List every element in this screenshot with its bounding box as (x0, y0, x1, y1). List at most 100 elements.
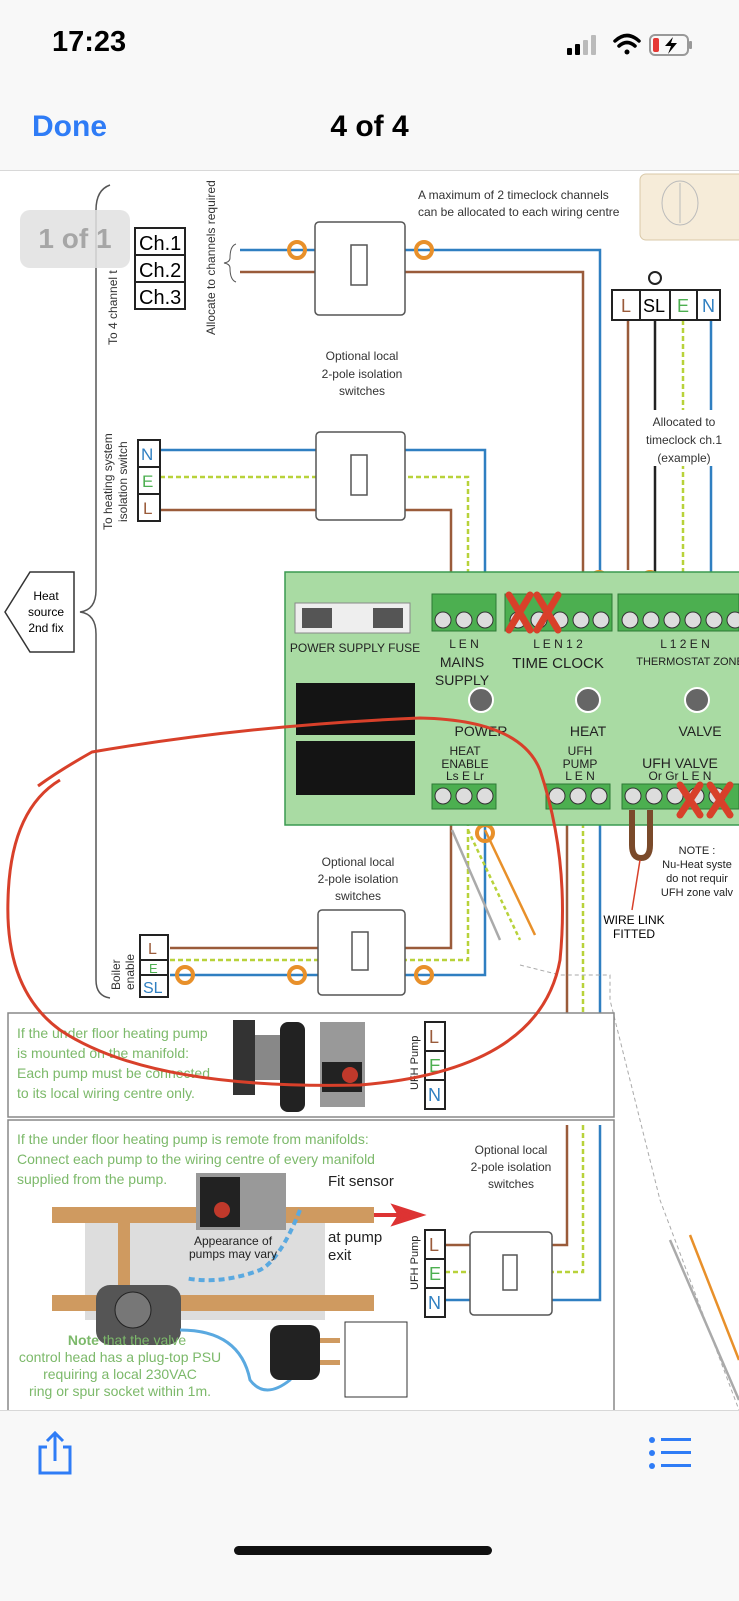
bracket-line (79, 184, 111, 999)
svg-text:SL: SL (643, 296, 665, 316)
wire-link-label-2: FITTED (613, 927, 655, 941)
svg-text:switches: switches (339, 384, 385, 398)
svg-text:E: E (429, 1264, 441, 1284)
svg-text:Optional local: Optional local (322, 855, 395, 869)
svg-text:Fit sensor: Fit sensor (328, 1173, 394, 1190)
svg-text:Ch.2: Ch.2 (139, 260, 181, 282)
list-icon[interactable] (648, 1435, 692, 1471)
svg-text:L: L (621, 296, 631, 316)
svg-text:Ls E Lr: Ls E Lr (446, 769, 484, 783)
svg-text:to its local wiring centre onl: to its local wiring centre only. (17, 1085, 195, 1101)
svg-text:SL: SL (143, 980, 163, 997)
svg-text:Nu-Heat syste: Nu-Heat syste (662, 859, 732, 871)
svg-text:N: N (428, 1085, 441, 1105)
svg-text:E: E (149, 961, 158, 976)
top-note-2: can be allocated to each wiring centre (418, 205, 620, 219)
svg-text:TIME CLOCK: TIME CLOCK (512, 655, 604, 672)
heat-source-arrow: Heat source 2nd fix (4, 571, 75, 653)
svg-text:POWER: POWER (455, 723, 508, 739)
svg-text:E: E (677, 296, 689, 316)
svg-text:do not requir: do not requir (666, 873, 728, 885)
pump-image (233, 1020, 365, 1112)
svg-text:Or Gr L E N: Or Gr L E N (649, 769, 712, 783)
top-note: A maximum of 2 timeclock channels (418, 188, 609, 202)
battery-icon (649, 34, 692, 56)
svg-text:UFH zone valv: UFH zone valv (661, 887, 734, 899)
svg-text:Optional local: Optional local (475, 1143, 548, 1157)
svg-text:Allocated to: Allocated to (653, 415, 716, 429)
nav-bar: Done 4 of 4 (0, 90, 739, 171)
image-count-badge: 1 of 1 (20, 210, 130, 268)
svg-text:timeclock ch.1: timeclock ch.1 (646, 433, 722, 447)
svg-text:N: N (702, 296, 715, 316)
manifold-image (52, 1173, 427, 1398)
allocated-note: Allocated to timeclock ch.1 (example) (630, 410, 739, 466)
freehand-annotation (6, 716, 564, 1087)
svg-text:L E N: L E N (449, 637, 479, 651)
svg-text:exit: exit (328, 1247, 352, 1264)
channel-label: To 4 channel t (106, 270, 120, 345)
bottom-toolbar (0, 1410, 739, 1601)
svg-text:at pump: at pump (328, 1229, 382, 1246)
share-icon[interactable] (34, 1431, 76, 1475)
svg-text:If the under floor heating pum: If the under floor heating pump is remot… (17, 1131, 369, 1147)
done-button[interactable]: Done (32, 110, 107, 143)
wire-link-label: WIRE LINK (603, 913, 664, 927)
wifi-icon (613, 33, 641, 55)
svg-text:pumps may vary: pumps may vary (189, 1247, 277, 1261)
svg-text:L: L (148, 941, 157, 958)
svg-text:N: N (428, 1293, 441, 1313)
svg-text:POWER SUPPLY FUSE: POWER SUPPLY FUSE (290, 641, 420, 655)
svg-text:ring or spur socket within 1m.: ring or spur socket within 1m. (29, 1383, 211, 1399)
svg-text:SUPPLY: SUPPLY (435, 672, 490, 688)
svg-text:enable: enable (123, 954, 137, 990)
brace (223, 243, 237, 283)
wire-link-pointer (631, 859, 641, 911)
svg-text:Connect each pump to the wirin: Connect each pump to the wiring centre o… (17, 1151, 375, 1167)
svg-text:L 1 2 E N: L 1 2 E N (660, 637, 710, 651)
signal-icon (567, 35, 596, 55)
heating-switch-terminals: NEL To heating system isolation switch (101, 433, 161, 530)
status-icons (567, 33, 692, 56)
svg-text:Optional local: Optional local (326, 349, 399, 363)
allocate-label: Allocate to channels required (204, 180, 218, 335)
svg-text:VALVE: VALVE (678, 723, 721, 739)
svg-text:If the under floor heating pum: If the under floor heating pump (17, 1025, 208, 1041)
boiler-enable-terminals: L E SL Boiler enable (109, 934, 169, 998)
svg-text:ENABLE: ENABLE (441, 757, 488, 771)
svg-text:2nd fix: 2nd fix (28, 621, 63, 635)
svg-text:requiring a local 230VAC: requiring a local 230VAC (43, 1366, 197, 1382)
svg-text:source: source (28, 605, 64, 619)
status-bar: 17:23 (0, 0, 739, 90)
panel-remote-pump: If the under floor heating pump is remot… (7, 1119, 615, 1410)
svg-text:supplied from the pump.: supplied from the pump. (17, 1171, 167, 1187)
svg-text:To heating system: To heating system (101, 433, 115, 530)
svg-text:HEAT: HEAT (449, 744, 481, 758)
svg-text:PUMP: PUMP (563, 757, 598, 771)
svg-text:Note that the valve: Note that the valve (68, 1332, 187, 1348)
svg-text:Ch.3: Ch.3 (139, 287, 181, 309)
svg-text:THERMOSTAT ZONE: THERMOSTAT ZONE (636, 656, 739, 668)
svg-text:Boiler: Boiler (109, 959, 123, 990)
svg-text:UFH VALVE: UFH VALVE (642, 755, 718, 771)
wire-link (629, 810, 653, 862)
home-indicator (234, 1546, 492, 1555)
page-counter-title: 4 of 4 (330, 110, 409, 143)
svg-text:UFH: UFH (568, 744, 593, 758)
svg-text:Appearance of: Appearance of (194, 1234, 273, 1248)
svg-text:UFH Pump: UFH Pump (409, 1236, 421, 1290)
svg-text:Ch.1: Ch.1 (139, 233, 181, 255)
svg-text:L: L (429, 1235, 439, 1255)
svg-text:N: N (141, 445, 153, 464)
svg-text:NOTE :: NOTE : (679, 845, 716, 857)
svg-text:HEAT: HEAT (570, 723, 607, 739)
cross-out-marks (505, 591, 734, 819)
svg-text:(example): (example) (657, 451, 710, 465)
channel-boxes: Ch.1 Ch.2 Ch.3 (134, 227, 186, 310)
svg-text:control head has a plug-top PS: control head has a plug-top PSU (19, 1349, 221, 1365)
